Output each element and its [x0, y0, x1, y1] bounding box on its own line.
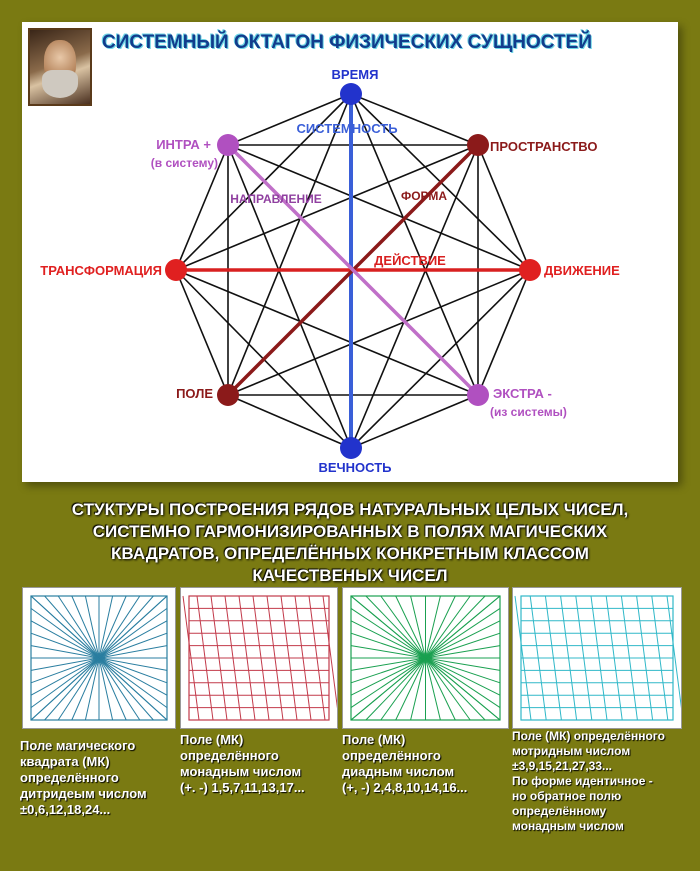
- section-title: СТУКТУРЫ ПОСТРОЕНИЯ РЯДОВ НАТУРАЛЬНЫХ ЦЕ…: [0, 499, 700, 587]
- tile-line: [666, 595, 684, 721]
- axis-direction: [226, 143, 480, 397]
- field-caption-3: Поле (МК) определённого диадным числом (…: [342, 732, 468, 795]
- octagon-edge: [227, 144, 352, 449]
- octagon-edge: [175, 144, 479, 271]
- octagon-labels: ВРЕМЯ ПРОСТРАНСТВО ДВИЖЕНИЕ ЭКСТРА - (из сис…: [40, 67, 620, 475]
- octagon-node-bottom: [340, 437, 362, 459]
- tile-line: [605, 595, 623, 721]
- tile-line: [30, 595, 168, 721]
- axis-label-action: ДЕЙСТВИЕ: [374, 253, 446, 268]
- tile-line: [280, 595, 298, 721]
- octagon-edge: [227, 269, 531, 396]
- tile-line: [636, 595, 654, 721]
- axis-label-systemness: СИСТЕМНОСТЬ: [296, 121, 397, 136]
- octagon-node-top-left: [217, 134, 239, 156]
- tile-line: [575, 595, 593, 721]
- vertex-label-bottom-right: ЭКСТРА -: [493, 386, 552, 401]
- section-line: СТУКТУРЫ ПОСТРОЕНИЯ РЯДОВ НАТУРАЛЬНЫХ ЦЕ…: [71, 500, 629, 519]
- tile-line: [544, 595, 562, 721]
- magic-square-field-1: [22, 587, 176, 729]
- section-line: КАЧЕСТВЕНЫХ ЧИСЕЛ: [252, 566, 448, 585]
- tile-line: [224, 595, 242, 721]
- vertex-sublabel-bottom-right: (из системы): [490, 405, 567, 419]
- tile-line: [651, 595, 669, 721]
- vertex-label-bottom-left: ПОЛЕ: [176, 386, 213, 401]
- tile-line: [182, 595, 200, 721]
- axis-label-direction: НАПРАВЛЕНИЕ: [230, 192, 322, 206]
- tile-line: [529, 595, 547, 721]
- octagon-node-top-right: [467, 134, 489, 156]
- tile-line: [322, 595, 340, 721]
- octagon-edge: [175, 269, 479, 396]
- tile-line: [294, 595, 312, 721]
- octagon-node-bottom-left: [217, 384, 239, 406]
- tile-line: [252, 595, 270, 721]
- field-caption-4: Поле (МК) определённого мотридным числом…: [512, 729, 665, 833]
- tile-line: [266, 595, 284, 721]
- octagon-node-left: [165, 259, 187, 281]
- section-line: СИСТЕМНО ГАРМОНИЗИРОВАННЫХ В ПОЛЯХ МАГИЧ…: [92, 522, 608, 541]
- octagon-edge: [175, 144, 229, 271]
- tile-line: [308, 595, 326, 721]
- vertex-sublabel-top-left: (в систему): [151, 156, 218, 170]
- octagon-edge: [477, 144, 531, 271]
- field-caption-1: Поле магического квадрата (МК) определён…: [20, 738, 147, 817]
- octagon-node-right: [519, 259, 541, 281]
- octagon-node-bottom-right: [467, 384, 489, 406]
- octagon-edge: [350, 394, 479, 449]
- magic-square-field-2: [180, 587, 340, 729]
- octagon-node-top: [340, 83, 362, 105]
- magic-square-field-3: [342, 587, 509, 729]
- octagon-axes: [176, 94, 530, 448]
- octagon-edge: [477, 269, 531, 396]
- vertex-label-top-left: ИНТРА +: [156, 137, 211, 152]
- vertex-label-top-right: ПРОСТРАНСТВО: [490, 139, 597, 154]
- tile-line: [620, 595, 638, 721]
- vertex-label-right: ДВИЖЕНИЕ: [544, 263, 620, 278]
- tile-line: [196, 595, 214, 721]
- octagon-nodes: [165, 83, 541, 459]
- octagon-edge: [350, 93, 479, 146]
- vertex-label-top: ВРЕМЯ: [332, 67, 379, 82]
- octagon-edge: [227, 144, 531, 271]
- octagon-edge: [227, 93, 352, 146]
- tile-line: [514, 595, 532, 721]
- tile-line: [560, 595, 578, 721]
- tile-line: [350, 595, 501, 721]
- vertex-label-bottom: ВЕЧНОСТЬ: [318, 460, 391, 475]
- octagon-edge: [227, 394, 352, 449]
- tile-line: [238, 595, 256, 721]
- octagon-edge: [227, 93, 352, 396]
- octagon-edge: [175, 269, 229, 396]
- page-title: СИСТЕМНЫЙ ОКТАГОН ФИЗИЧЕСКИХ СУЩНОСТЕЙ: [102, 32, 592, 53]
- vertex-label-left: ТРАНСФОРМАЦИЯ: [40, 263, 162, 278]
- field-caption-2: Поле (МК) определённого монадным числом …: [180, 732, 305, 795]
- author-portrait: [28, 28, 92, 106]
- magic-square-field-4: [512, 587, 684, 729]
- section-line: КВАДРАТОВ, ОПРЕДЕЛЁННЫХ КОНКРЕТНЫМ КЛАСС…: [111, 544, 589, 563]
- tile-line: [210, 595, 228, 721]
- axis-label-form: ФОРМА: [401, 189, 447, 203]
- tile-line: [590, 595, 608, 721]
- octagon-edge: [350, 144, 479, 449]
- octagon-edge: [350, 93, 479, 396]
